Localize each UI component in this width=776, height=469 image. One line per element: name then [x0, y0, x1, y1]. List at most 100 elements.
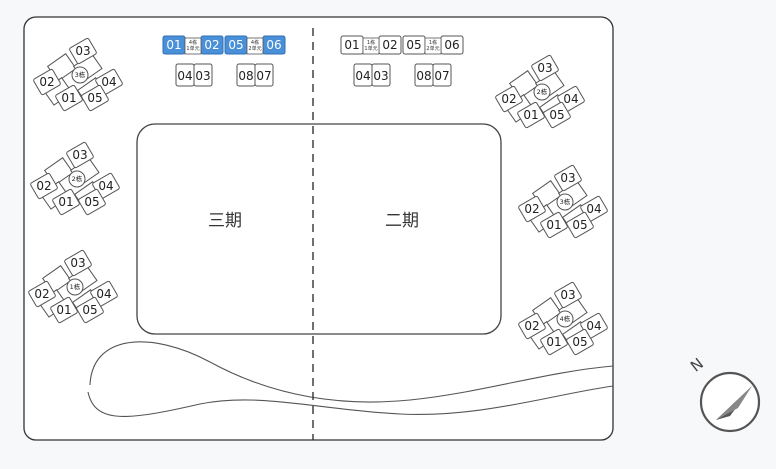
- unit-label: 05: [402, 35, 426, 55]
- unit-label: 04: [353, 63, 373, 87]
- svg-text:2栋: 2栋: [537, 87, 548, 96]
- unit-label: 01: [162, 35, 186, 55]
- unit-number: 08: [238, 69, 253, 83]
- unit-number: 05: [228, 38, 243, 52]
- unit-number: 04: [586, 319, 601, 333]
- unit-number: 02: [34, 287, 49, 301]
- unit-label: 07: [432, 63, 452, 87]
- svg-text:1单元: 1单元: [364, 45, 377, 52]
- unit-number: 03: [560, 288, 575, 302]
- unit-number: 02: [36, 179, 51, 193]
- unit-number: 03: [560, 171, 575, 185]
- unit-label: 06: [440, 35, 464, 55]
- compass-ring-icon: [699, 371, 761, 433]
- unit-label: 01: [340, 35, 364, 55]
- compass: [699, 371, 761, 433]
- unit-label: 06: [262, 35, 286, 55]
- unit-number: 01: [546, 218, 561, 232]
- unit-number: 05: [84, 195, 99, 209]
- svg-text:1栋: 1栋: [70, 282, 81, 291]
- unit-label: 05: [566, 211, 594, 239]
- unit-label: 01: [540, 328, 568, 356]
- svg-text:4栋: 4栋: [560, 314, 571, 323]
- building-clusters: 03 02 04 01 05 3栋 03 02 04 01 05 2栋 03 02 04 01 05 1栋 03 02…: [28, 37, 608, 356]
- building-number-badge: 2栋: [533, 83, 551, 101]
- unit-label: 05: [224, 35, 248, 55]
- unit-label: 07: [254, 63, 274, 87]
- unit-label: 05: [81, 84, 109, 112]
- unit-number: 01: [58, 195, 73, 209]
- svg-text:1单元: 1单元: [186, 45, 199, 52]
- unit-label: 02: [495, 85, 523, 113]
- unit-number: 04: [586, 202, 601, 216]
- unit-number: 02: [39, 75, 54, 89]
- unit-label: 04: [175, 63, 195, 87]
- unit-number: 02: [382, 38, 397, 52]
- unit-number: 02: [524, 202, 539, 216]
- building-number-badge: 1栋: [66, 278, 84, 296]
- unit-number: 05: [572, 218, 587, 232]
- unit-number: 01: [166, 38, 181, 52]
- svg-text:2单元: 2单元: [248, 45, 261, 52]
- unit-number: 04: [98, 179, 113, 193]
- unit-number: 08: [416, 69, 431, 83]
- unit-number: 07: [256, 69, 271, 83]
- unit-label: 03: [371, 63, 391, 87]
- building-number-badge: 2栋: [68, 170, 86, 188]
- unit-label: 02: [378, 35, 402, 55]
- phase-3-label: 三期: [208, 211, 242, 231]
- svg-text:4栋: 4栋: [189, 39, 197, 46]
- unit-label: 02: [30, 172, 58, 200]
- phase-2-label: 二期: [385, 211, 419, 231]
- unit-number: 05: [406, 38, 421, 52]
- unit-label: 01: [52, 188, 80, 216]
- central-land-parcel: [136, 123, 502, 335]
- unit-number: 02: [204, 38, 219, 52]
- svg-text:2栋: 2栋: [72, 174, 83, 183]
- unit-label: 01: [540, 211, 568, 239]
- unit-number: 03: [75, 44, 90, 58]
- unit-number: 07: [434, 69, 449, 83]
- river-lower-edge: [87, 385, 614, 417]
- unit-number: 04: [101, 75, 116, 89]
- unit-number: 02: [524, 319, 539, 333]
- unit-number: 06: [444, 38, 459, 52]
- unit-number: 06: [266, 38, 281, 52]
- unit-label: 01: [50, 296, 78, 324]
- unit-label: 02: [518, 312, 546, 340]
- unit-number: 01: [61, 91, 76, 105]
- svg-text:3栋: 3栋: [560, 197, 571, 206]
- north-label: N: [687, 354, 707, 375]
- river-upper-edge: [89, 341, 614, 403]
- unit-number: 01: [523, 108, 538, 122]
- unit-label: 03: [554, 164, 582, 192]
- unit-label: 05: [78, 188, 106, 216]
- unit-label: 03: [69, 37, 97, 65]
- unit-number: 03: [373, 69, 388, 83]
- unit-number: 03: [537, 61, 552, 75]
- unit-label: 08: [414, 63, 434, 87]
- building-number-badge: 4栋: [556, 310, 574, 328]
- unit-number: 04: [96, 287, 111, 301]
- unit-number: 04: [563, 92, 578, 106]
- unit-label: 02: [33, 68, 61, 96]
- svg-text:1栋: 1栋: [367, 39, 375, 46]
- unit-label: 03: [193, 63, 213, 87]
- unit-number: 01: [56, 303, 71, 317]
- unit-number: 05: [87, 91, 102, 105]
- unit-number: 03: [70, 256, 85, 270]
- building-number-badge: 3栋: [71, 66, 89, 84]
- unit-label: 01: [517, 101, 545, 129]
- unit-number: 02: [501, 92, 516, 106]
- building-cluster-right-2: 03 02 04 01 05 3栋: [518, 164, 608, 239]
- unit-number: 04: [177, 69, 192, 83]
- svg-text:3栋: 3栋: [75, 70, 86, 79]
